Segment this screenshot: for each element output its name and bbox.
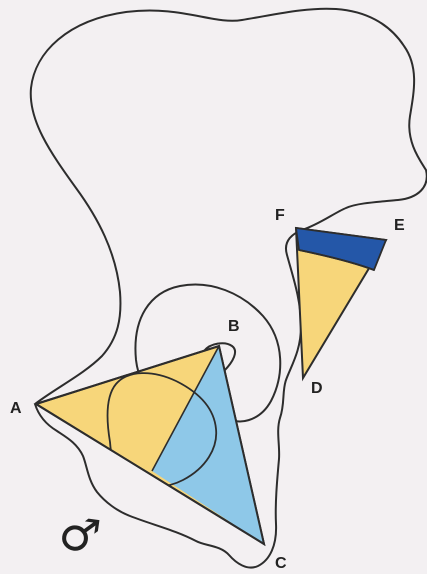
label-f: F <box>275 208 285 224</box>
male-symbol-icon: ♂ <box>56 509 108 561</box>
label-d: D <box>311 381 323 397</box>
label-b: B <box>228 319 240 335</box>
label-c: C <box>275 556 287 572</box>
label-e: E <box>394 218 405 234</box>
label-a: A <box>10 401 22 417</box>
